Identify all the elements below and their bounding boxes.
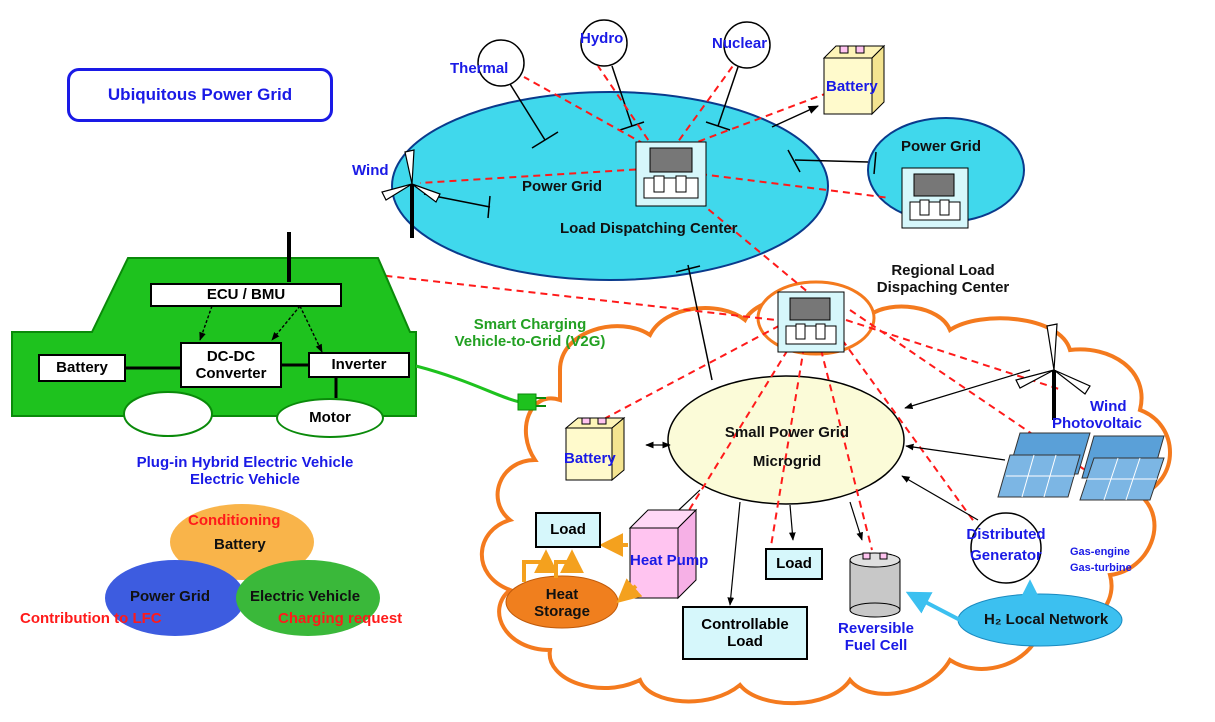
- heat-storage-label: Heat Storage: [512, 586, 612, 621]
- dcdc-line1: DC-DC: [206, 347, 256, 365]
- wind-turbine-left: [381, 149, 441, 238]
- battery-top-shape: [822, 44, 886, 116]
- fuel-cell-label: Reversible Fuel Cell: [823, 620, 929, 655]
- venn-battery-label: Battery: [214, 536, 266, 553]
- wind-left-label: Wind: [352, 162, 389, 179]
- battery-top-label: Battery: [826, 78, 878, 95]
- heat-storage-line2: Storage: [534, 603, 590, 621]
- hydro-label: Hydro: [580, 30, 624, 47]
- photovoltaic-label: Photovoltaic: [1052, 415, 1143, 432]
- heat-storage-line1: Heat: [545, 586, 579, 603]
- fuel-cell-line1: Reversible: [838, 620, 914, 637]
- inverter-box: Inverter: [308, 352, 410, 378]
- console-regional: [777, 291, 845, 353]
- battery-micro-shape: [564, 416, 626, 482]
- main-grid-label: Power Grid: [522, 178, 603, 195]
- microgrid-label: Small Power Grid Microgrid: [712, 424, 862, 471]
- distributed-line2: Generator: [970, 547, 1042, 565]
- charging-line2: Vehicle-to-Grid (V2G): [454, 333, 606, 351]
- ecu-bmu-box: ECU / BMU: [150, 283, 342, 307]
- grid-connections: [423, 65, 877, 381]
- microgrid-line1: Small Power Grid: [724, 424, 850, 441]
- venn-charging-request-label: Charging request: [278, 610, 403, 627]
- vehicle-caption-line1: Plug-in Hybrid Electric Vehicle: [136, 454, 354, 471]
- thermal-node: [477, 39, 525, 87]
- control-links: [289, 62, 1089, 553]
- regional-line1: Regional Load: [891, 262, 995, 279]
- vehicle-caption-line2: Electric Vehicle: [189, 471, 301, 489]
- load-dispatching-label: Load Dispatching Center: [560, 220, 738, 237]
- fuel-cell-shape: [849, 552, 901, 618]
- hydro-node: [580, 19, 628, 67]
- nuclear-node: [723, 21, 771, 69]
- distributed-generator-node: [970, 512, 1042, 584]
- side-grid-label: Power Grid: [901, 138, 982, 155]
- controllable-line2: Load: [727, 633, 763, 650]
- fuel-cell-line2: Fuel Cell: [844, 637, 908, 655]
- main-grid-ellipse: [391, 91, 829, 281]
- gas-engine-label: Gas-engine: [1070, 546, 1130, 558]
- thermal-label: Thermal: [450, 60, 509, 77]
- heat-arrows: [522, 533, 643, 604]
- controllable-line1: Controllable: [701, 615, 789, 633]
- venn-diagram: [105, 504, 380, 636]
- gas-turbine-label: Gas-turbine: [1070, 562, 1132, 574]
- vehicle-caption: Plug-in Hybrid Electric Vehicle Electric…: [95, 454, 395, 489]
- regional-line2: Dispaching Center: [876, 279, 1010, 297]
- dcdc-converter-box: DC-DC Converter: [180, 342, 282, 388]
- venn-conditioning-label: Conditioning: [188, 512, 281, 529]
- dcdc-line2: Converter: [195, 365, 267, 382]
- venn-lfc-label: Contribution to LFC: [20, 610, 162, 627]
- smart-charging-label: Smart Charging Vehicle-to-Grid (V2G): [435, 316, 625, 351]
- photovoltaic-panels: [997, 432, 1165, 501]
- venn-electric-vehicle-label: Electric Vehicle: [250, 588, 361, 605]
- charging-line1: Smart Charging: [473, 316, 587, 333]
- vehicle-battery-box: Battery: [38, 354, 126, 382]
- distributed-generator-label: Distributed Generator: [956, 526, 1056, 565]
- diagram-title: Ubiquitous Power Grid: [67, 68, 333, 122]
- motor-box: Motor: [276, 398, 384, 438]
- h2-arrows: [905, 579, 1042, 622]
- microgrid-line2: Microgrid: [752, 453, 822, 471]
- load-box-2: Load: [765, 548, 823, 580]
- h2-network-label: H₂ Local Network: [984, 611, 1109, 628]
- micro-wind-label: Wind: [1090, 398, 1127, 415]
- venn-power-grid-label: Power Grid: [130, 588, 211, 605]
- nuclear-label: Nuclear: [712, 35, 768, 52]
- regional-center-label: Regional Load Dispaching Center: [868, 262, 1018, 297]
- heat-pump-label: Heat Pump: [630, 552, 709, 569]
- console-main: [635, 141, 707, 207]
- micro-battery-label: Battery: [564, 450, 616, 467]
- load-box-1: Load: [535, 512, 601, 548]
- console-side: [901, 167, 969, 229]
- controllable-load-box: Controllable Load: [682, 606, 808, 660]
- wind-turbine-right: [1015, 323, 1091, 420]
- microgrid-ellipse: [667, 375, 905, 505]
- distributed-line1: Distributed: [966, 526, 1046, 543]
